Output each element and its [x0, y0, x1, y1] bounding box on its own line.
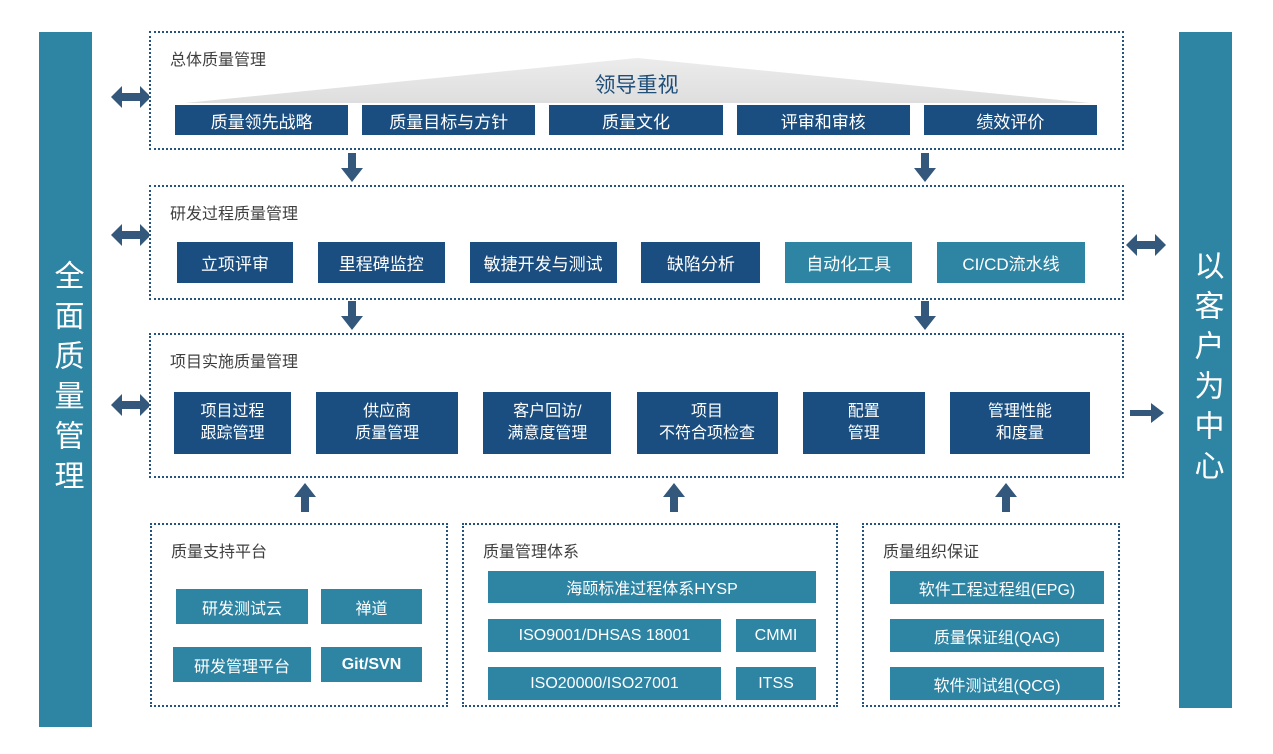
- platform-chip-zentao: 禅道: [321, 589, 422, 624]
- rd-chip-defect-analysis: 缺陷分析: [641, 242, 761, 283]
- section-qms: 质量管理体系 海颐标准过程体系HYSP ISO9001/DHSAS 18001 …: [462, 523, 838, 707]
- section-title: 研发过程质量管理: [170, 206, 299, 223]
- chip-line: 管理性能: [987, 402, 1052, 420]
- right-banner: 以客户为中心: [1179, 32, 1232, 708]
- overall-chip-goals: 质量目标与方针: [362, 105, 536, 135]
- chip-line: 客户回访/: [513, 402, 582, 420]
- double-arrow-icon: [111, 86, 151, 108]
- section-org-assurance: 质量组织保证 软件工程过程组(EPG) 质量保证组(QAG) 软件测试组(QCG…: [862, 523, 1120, 707]
- up-arrow-icon: [663, 483, 685, 512]
- down-arrow-icon: [914, 301, 936, 330]
- overall-chip-review: 评审和审核: [736, 105, 910, 135]
- qms-chip-hysp: 海颐标准过程体系HYSP: [488, 571, 816, 603]
- down-arrow-icon: [914, 153, 936, 182]
- double-arrow-icon: [111, 394, 151, 416]
- org-chip-epg: 软件工程过程组(EPG): [890, 571, 1104, 604]
- chip-line: 管理: [847, 425, 880, 442]
- rd-chip-agile-test: 敏捷开发与测试: [469, 242, 617, 283]
- chip-line: 供应商: [363, 402, 412, 420]
- rd-chip-automation-tools: 自动化工具: [785, 242, 913, 283]
- down-arrow-icon: [341, 153, 363, 182]
- up-arrow-icon: [995, 483, 1017, 512]
- section-title: 质量支持平台: [171, 544, 268, 561]
- platform-chip-rd-mgmt: 研发管理平台: [173, 647, 311, 682]
- right-arrow-icon: [1130, 403, 1164, 423]
- platform-chip-git-svn: Git/SVN: [321, 647, 422, 682]
- rd-chip-row: 立项评审 里程碑监控 敏捷开发与测试 缺陷分析 自动化工具 CI/CD流水线: [177, 242, 1085, 283]
- chip-line: 和度量: [995, 425, 1044, 442]
- qms-chip-iso9001: ISO9001/DHSAS 18001: [488, 619, 721, 652]
- section-rd-process: 研发过程质量管理 立项评审 里程碑监控 敏捷开发与测试 缺陷分析 自动化工具 C…: [149, 185, 1124, 300]
- impl-chip-metrics: 管理性能 和度量: [949, 392, 1090, 454]
- double-arrow-icon: [111, 224, 151, 246]
- org-chip-qcg: 软件测试组(QCG): [890, 667, 1104, 700]
- platform-chip-test-cloud: 研发测试云: [176, 589, 308, 624]
- section-overall-quality: 总体质量管理 领导重视 质量领先战略 质量目标与方针 质量文化 评审和审核 绩效…: [149, 31, 1124, 150]
- left-banner: 全面质量管理: [39, 32, 92, 727]
- chip-line: 项目过程: [200, 402, 265, 420]
- impl-chip-nonconformance: 项目 不符合项检查: [636, 392, 778, 454]
- section-title: 质量管理体系: [483, 544, 580, 561]
- left-banner-label: 全面质量管理: [49, 259, 83, 500]
- section-project-impl: 项目实施质量管理 项目过程 跟踪管理 供应商 质量管理 客户回访/ 满意度管理 …: [149, 333, 1124, 478]
- rd-chip-cicd: CI/CD流水线: [936, 242, 1085, 283]
- impl-chip-configuration: 配置 管理: [802, 392, 925, 454]
- leadership-banner-label: 领导重视: [594, 74, 679, 97]
- impl-chip-customer-visit: 客户回访/ 满意度管理: [483, 392, 612, 454]
- chip-line: 不符合项检查: [659, 425, 756, 442]
- qms-chip-itss: ITSS: [736, 667, 816, 700]
- section-title: 总体质量管理: [170, 52, 267, 69]
- chip-line: 满意度管理: [507, 425, 588, 442]
- right-banner-label: 以客户为中心: [1189, 250, 1223, 490]
- double-arrow-icon: [1126, 234, 1166, 256]
- chip-line: 项目: [691, 402, 724, 420]
- up-arrow-icon: [294, 483, 316, 512]
- impl-chip-supplier: 供应商 质量管理: [316, 392, 459, 454]
- impl-chip-tracking: 项目过程 跟踪管理: [174, 392, 291, 454]
- impl-chip-row: 项目过程 跟踪管理 供应商 质量管理 客户回访/ 满意度管理 项目 不符合项检查…: [174, 392, 1090, 454]
- section-support-platform: 质量支持平台 研发测试云 禅道 研发管理平台 Git/SVN: [150, 523, 448, 707]
- chip-line: 配置: [847, 402, 880, 420]
- chip-line: 质量管理: [355, 425, 420, 442]
- down-arrow-icon: [341, 301, 363, 330]
- org-chip-qag: 质量保证组(QAG): [890, 619, 1104, 652]
- overall-chip-row: 质量领先战略 质量目标与方针 质量文化 评审和审核 绩效评价: [175, 105, 1098, 135]
- section-title: 质量组织保证: [883, 544, 980, 561]
- rd-chip-project-approval: 立项评审: [177, 242, 293, 283]
- overall-chip-culture: 质量文化: [549, 105, 723, 135]
- section-title: 项目实施质量管理: [170, 354, 299, 371]
- overall-chip-performance: 绩效评价: [923, 105, 1098, 135]
- qms-chip-cmmi: CMMI: [736, 619, 816, 652]
- overall-chip-strategy: 质量领先战略: [175, 105, 349, 135]
- chip-line: 跟踪管理: [200, 425, 265, 442]
- rd-chip-milestone: 里程碑监控: [317, 242, 445, 283]
- qms-chip-iso20000: ISO20000/ISO27001: [488, 667, 721, 700]
